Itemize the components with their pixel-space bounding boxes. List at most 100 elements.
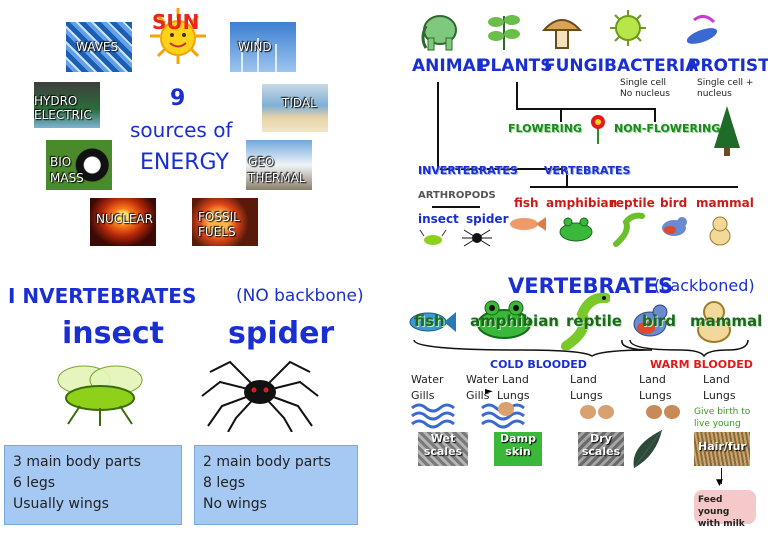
animal-trunk (437, 82, 439, 170)
waves-label: WAVES (76, 40, 119, 54)
tree-fish-icon (510, 217, 546, 231)
dry-scales-label: Dry scales (581, 432, 621, 458)
nuclear-label: NUCLEAR (96, 212, 153, 226)
hair-fur-label: Hair/fur (698, 440, 746, 453)
grouping-braces (413, 339, 749, 358)
kingdom-fungi: FUNGI (544, 56, 604, 76)
fish-breathing: Gills (411, 389, 435, 402)
flowering-label: FLOWERING (508, 122, 582, 135)
non-flowering-label: NON-FLOWERING (614, 122, 721, 135)
spider-facts-box: 2 main body parts 8 legs No wings (194, 445, 358, 525)
spider-fact: 8 legs (203, 475, 246, 491)
vert-reptile: reptile (566, 312, 622, 330)
fossil-tile: FOSSIL FUELS (192, 198, 258, 246)
lizard-icon (561, 292, 610, 350)
vertebrates-title: VERTEBRATES (508, 274, 674, 298)
plants-right (654, 108, 656, 122)
waves-tile: WAVES (66, 22, 132, 72)
tree-spider: spider (466, 212, 509, 226)
insect-title: insect (62, 316, 164, 351)
tree-amphibian: amphibian (546, 196, 618, 210)
tree-frog-icon (559, 217, 593, 242)
insect-illustration-icon (57, 365, 143, 426)
reptile-breathing: Lungs (570, 389, 603, 402)
dog-icon (697, 301, 731, 343)
water-waves-icon (411, 403, 455, 429)
vertebrates-subtitle: (backboned) (654, 276, 755, 295)
spider-title: spider (228, 316, 335, 351)
geothermal-tile: GEO THERMAL (246, 140, 312, 190)
dry-scales-swatch: Dry scales (578, 432, 624, 466)
feed-arrow-line (721, 468, 722, 484)
damp-skin-swatch: Damp skin (494, 432, 542, 466)
cold-blooded-label: COLD BLOODED (490, 358, 587, 371)
plant-icon (488, 15, 520, 50)
fir-tree-icon (714, 106, 740, 156)
biomass-label: BIO MASS (50, 155, 84, 185)
fish-habitat: Water (411, 373, 444, 386)
vert-fish: fish (414, 312, 445, 330)
egg-icon (498, 402, 514, 416)
tree-insect: insect (418, 212, 459, 226)
tree-spider-icon (462, 229, 492, 247)
insect-fact: 3 main body parts (13, 454, 141, 470)
bacteria-note: Single cell No nucleus (620, 78, 670, 99)
energy-title-line3: ENERGY (140, 150, 229, 175)
energy-title-line2: sources of (130, 118, 233, 142)
tree-lizard-icon (613, 212, 645, 247)
tree-fish: fish (514, 196, 539, 210)
tree-insect-icon (419, 229, 447, 245)
eggs-icon (580, 405, 614, 419)
fossil-label: FOSSIL FUELS (198, 210, 240, 239)
protist-icon (686, 15, 718, 44)
invertebrates-subtitle: (NO backbone) (236, 286, 364, 306)
sun-icon (148, 6, 208, 66)
arthropods-label: ARTHROPODS (418, 190, 496, 201)
live-young-note: Give birth to live young (694, 407, 751, 429)
invertebrates-label: INVERTEBRATES (418, 164, 518, 177)
biomass-tile: BIO MASS (46, 140, 112, 190)
tree-bird-icon (662, 217, 687, 236)
kingdom-plants: PLANTS (478, 56, 553, 76)
fish-icon (409, 312, 456, 332)
elephant-icon (421, 15, 457, 51)
protists-note: Single cell + nucleus (697, 78, 754, 99)
vert-mammal: mammal (690, 312, 763, 330)
mammal-habitat: Land (703, 373, 730, 386)
frog-icon (477, 300, 531, 339)
feed-young-box: Feed young with milk (694, 490, 756, 529)
wind-label: WIND (238, 40, 272, 54)
sun-label: SUN (152, 10, 200, 34)
insect-facts-box: 3 main body parts 6 legs Usually wings (4, 445, 182, 525)
amphibian-breathing: Gills (466, 389, 490, 402)
tree-mammal: mammal (696, 196, 754, 210)
insect-fact: Usually wings (13, 496, 109, 512)
warm-blooded-label: WARM BLOODED (650, 358, 753, 371)
spider-fact: 2 main body parts (203, 454, 331, 470)
animal-branch (437, 168, 567, 170)
energy-count: 9 (170, 86, 186, 111)
insect-fact: 6 legs (13, 475, 56, 491)
tree-dog-icon (709, 216, 731, 246)
spider-illustration-icon (201, 360, 319, 432)
down-arrow-icon: ▼ (716, 478, 723, 488)
wet-scales-swatch: Wet scales (418, 432, 468, 466)
bird-breathing: Lungs (639, 389, 672, 402)
bird-eggs-icon (646, 405, 680, 419)
amphibian-breathing-2: Lungs (497, 389, 530, 402)
bacteria-icon (610, 10, 646, 46)
bird-icon (633, 304, 668, 337)
arth-branch (432, 206, 480, 208)
amphibian-habitat: Water Land (466, 373, 529, 386)
spider-fact: No wings (203, 496, 267, 512)
plants-branch (516, 108, 656, 110)
wind-turbine-icon (241, 38, 277, 72)
feather-icon (633, 429, 663, 469)
feed-young-label: Feed young with milk (698, 495, 745, 529)
geothermal-label: GEO THERMAL (248, 155, 306, 185)
plants-trunk (516, 82, 518, 110)
mushroom-icon (542, 19, 582, 49)
flower-icon (591, 115, 605, 144)
kingdom-animal: ANIMAL (412, 56, 487, 76)
